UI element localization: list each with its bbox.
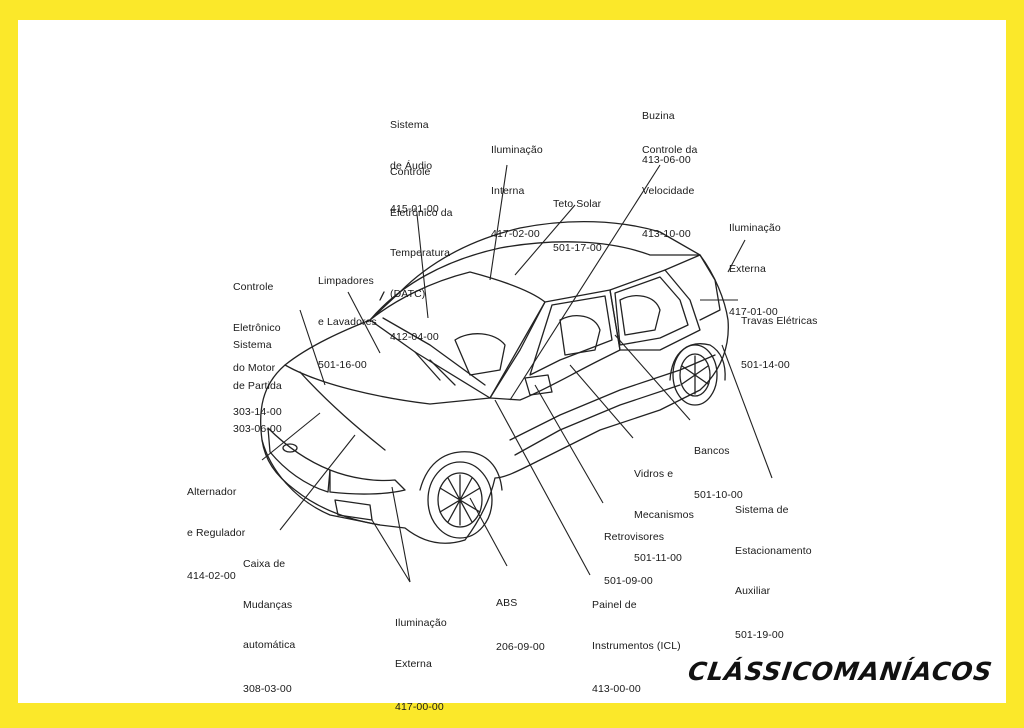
front-bumper bbox=[261, 439, 381, 526]
label-horn: Buzina 413-06-00 bbox=[642, 110, 691, 166]
leader-sunroof bbox=[514, 204, 576, 276]
leader-alternator bbox=[261, 412, 321, 461]
label-power-locks: Travas Elétricas 501-14-00 bbox=[741, 315, 818, 371]
leader-ext-front-2 bbox=[391, 486, 411, 583]
label-audio: Sistema de Áudio 415-01-00 bbox=[390, 119, 439, 215]
diagram-panel bbox=[18, 20, 1006, 703]
code-alternator: 414-02-00 bbox=[187, 570, 236, 582]
leader-seats bbox=[614, 334, 691, 421]
label-interior-light: Iluminação Interna 417-02-00 bbox=[491, 144, 543, 240]
code-wipers: 501-16-00 bbox=[318, 359, 367, 371]
code-interior-light: 417-02-00 bbox=[491, 228, 540, 240]
leader-audio bbox=[416, 213, 429, 319]
label-seats: Bancos 501-10-00 bbox=[694, 445, 743, 501]
code-parking-aid: 501-19-00 bbox=[735, 628, 784, 641]
code-exterior-light-front: 417-00-00 bbox=[395, 701, 444, 713]
label-exterior-light-rear: Iluminação Externa 417-01-00 bbox=[729, 222, 781, 318]
leader-transmission bbox=[279, 434, 356, 531]
label-datc: Controle Eletrônico da Temperatura (DATC… bbox=[390, 166, 453, 343]
label-starting: Sistema de Partida 303-06-00 bbox=[233, 339, 282, 435]
rear-wheel bbox=[672, 344, 718, 406]
code-mirrors: 501-09-00 bbox=[604, 574, 653, 587]
code-seats: 501-10-00 bbox=[694, 488, 743, 501]
side-mirror bbox=[524, 374, 553, 396]
label-parking-aid: Sistema de Estacionamento Auxiliar 501-1… bbox=[735, 504, 812, 641]
car-body-outline bbox=[259, 220, 729, 544]
leader-wipers bbox=[347, 291, 381, 354]
code-power-locks: 501-14-00 bbox=[741, 358, 790, 371]
roof-line bbox=[369, 241, 701, 321]
leader-glass bbox=[569, 364, 634, 439]
headlight bbox=[329, 469, 406, 495]
leader-abs bbox=[469, 497, 508, 567]
label-wipers: Limpadores e Lavadores 501-16-00 bbox=[318, 275, 377, 371]
side-window-rear bbox=[614, 276, 689, 346]
label-engine-control: Controle Eletrônico do Motor 303-14-00 bbox=[233, 281, 282, 418]
leader-icl bbox=[494, 399, 591, 576]
label-abs: ABS 206-09-00 bbox=[496, 597, 545, 653]
code-exterior-light-rear: 417-01-00 bbox=[729, 306, 778, 318]
code-glass: 501-11-00 bbox=[634, 552, 682, 564]
leader-engine bbox=[299, 309, 326, 386]
rear-door bbox=[609, 269, 701, 351]
label-mirrors: Retrovisores 501-09-00 bbox=[604, 531, 665, 587]
label-transmission: Caixa de Mudanças automática 308-03-00 bbox=[243, 558, 296, 695]
code-speed-control: 413-10-00 bbox=[642, 228, 691, 240]
leader-ext-front-1 bbox=[371, 519, 411, 583]
code-horn: 413-06-00 bbox=[642, 153, 691, 166]
label-icl: Painel de Instrumentos (ICL) 413-00-00 bbox=[592, 599, 681, 695]
brand-watermark: CLÁSSICOMANÍACOS bbox=[686, 657, 995, 686]
code-icl: 413-00-00 bbox=[592, 683, 641, 695]
leader-horn bbox=[509, 164, 661, 401]
label-speed-control: Controle da Velocidade 413-10-00 bbox=[642, 144, 698, 240]
label-alternator: Alternador e Regulador 414-02-00 bbox=[187, 486, 246, 582]
leader-mirrors bbox=[534, 384, 604, 504]
code-datc: 412-04-00 bbox=[390, 331, 439, 343]
code-engine-control: 303-14-00 bbox=[233, 405, 282, 418]
code-audio: 415-01-00 bbox=[390, 203, 439, 215]
code-starting: 303-06-00 bbox=[233, 423, 282, 435]
leader-exterior-rear bbox=[727, 239, 746, 273]
front-door bbox=[489, 289, 621, 401]
code-abs: 206-09-00 bbox=[496, 640, 545, 653]
leader-interior-light bbox=[489, 164, 508, 281]
code-sunroof: 501-17-00 bbox=[553, 241, 602, 254]
label-glass: Vidros e Mecanismos 501-11-00 bbox=[634, 468, 694, 564]
code-transmission: 308-03-00 bbox=[243, 682, 292, 695]
label-sunroof: Teto Solar 501-17-00 bbox=[553, 198, 602, 254]
leader-parking bbox=[721, 344, 773, 479]
label-exterior-light-front: Iluminação Externa 417-00-00 bbox=[395, 617, 447, 713]
front-wheel bbox=[427, 461, 493, 539]
hood bbox=[284, 364, 491, 405]
